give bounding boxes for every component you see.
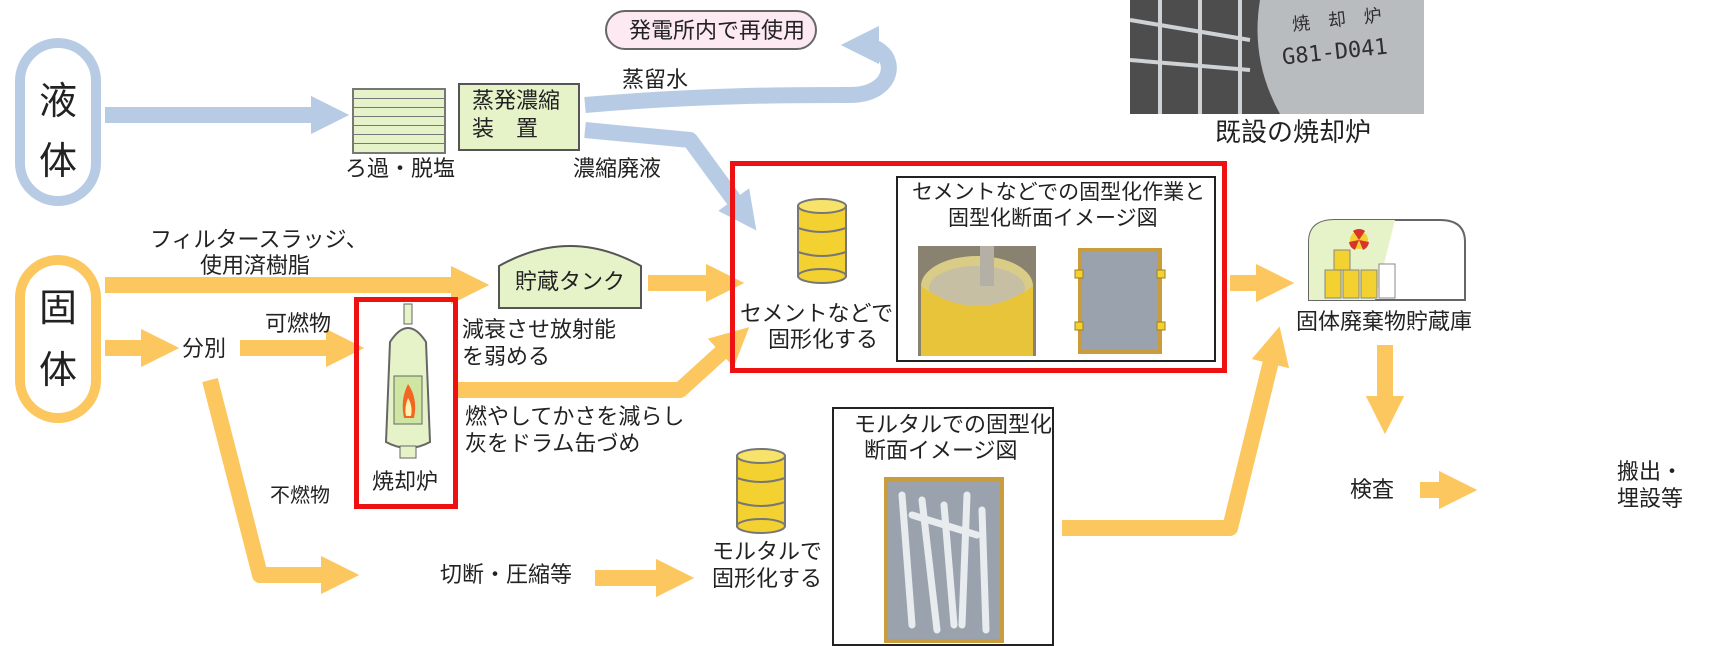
combustible-label: 可燃物 — [265, 312, 332, 337]
mortar-image-box: モルタルでの固型化 断面イメージ図 — [832, 407, 1054, 646]
mortar-cross-section — [884, 477, 1004, 643]
noncombustible-label: 不燃物 — [270, 483, 330, 507]
cement-drum-line-2: 固形化する — [768, 328, 879, 353]
filter-icon — [352, 88, 446, 154]
cement-highlight — [730, 161, 1227, 373]
arrow-concentrate — [584, 122, 757, 231]
cement-image-box: セメントなどでの固型化作業と 固型化断面イメージ図 — [896, 176, 1216, 362]
concentrate-label: 濃縮廃液 — [573, 157, 662, 182]
liquid-input: 液 体 — [15, 38, 101, 206]
burn-line-2: 灰をドラム缶づめ — [465, 432, 641, 457]
storage-tank-icon — [498, 245, 642, 309]
reuse-label: 発電所内で再使用 — [629, 19, 806, 44]
solid-char-1: 固 — [39, 286, 78, 330]
cement-image-title-1: セメントなどでの固型化作業と — [912, 180, 1206, 204]
mortar-image-title-1: モルタルでの固型化 — [854, 413, 1053, 438]
decay-line-2: を弱める — [462, 345, 551, 370]
incinerator-photo — [1130, 0, 1424, 114]
burn-line-1: 燃やしてかさを減らし — [465, 405, 685, 430]
incinerator-label: 焼却炉 — [372, 470, 439, 495]
evaporator-line-1: 蒸発濃縮 — [472, 89, 561, 114]
reuse-badge: 発電所内で再使用 — [605, 10, 817, 50]
storage-tank-label: 貯蔵タンク — [515, 270, 626, 295]
distilled-water-label: 蒸留水 — [622, 68, 689, 93]
mortar-drum-line-2: 固形化する — [712, 567, 823, 592]
sludge-line-1: フィルタースラッジ、 — [150, 228, 368, 253]
inspect-label: 検査 — [1350, 478, 1395, 503]
solid-input: 固 体 — [15, 255, 101, 423]
sludge-line-2: 使用済樹脂 — [200, 254, 311, 279]
photo-caption: 既設の焼却炉 — [1215, 118, 1372, 148]
evaporator-box: 蒸発濃縮 装 置 — [458, 83, 580, 151]
arrow-distilled-reuse — [584, 25, 897, 113]
storage-label: 固体廃棄物貯蔵庫 — [1296, 310, 1473, 335]
solid-char-2: 体 — [39, 348, 78, 392]
cement-drum-line-1: セメントなどで — [740, 302, 894, 327]
incinerator-highlight — [354, 297, 458, 509]
arrow-noncombustible — [202, 378, 360, 595]
evaporator-line-2: 装 置 — [472, 117, 539, 142]
mortar-drum-line-1: モルタルで — [712, 540, 823, 565]
mortar-drum-icon — [736, 448, 786, 534]
ship-line-1: 搬出・ — [1617, 460, 1684, 485]
storage-building-icon — [1308, 219, 1466, 301]
cement-image-title-2: 固型化断面イメージ図 — [948, 206, 1158, 230]
cement-drum-icon — [797, 198, 847, 284]
liquid-char-1: 液 — [39, 79, 78, 123]
incinerator-icon — [384, 303, 432, 459]
sort-label: 分別 — [182, 337, 227, 362]
ship-line-2: 埋設等 — [1617, 487, 1684, 512]
cement-work-photo — [918, 246, 1036, 356]
filter-label: ろ過・脱塩 — [345, 157, 456, 182]
decay-line-1: 減衰させ放射能 — [462, 318, 617, 343]
mortar-image-title-2: 断面イメージ図 — [864, 439, 1018, 464]
cement-cross-section — [1074, 248, 1166, 354]
cut-label: 切断・圧縮等 — [440, 563, 573, 588]
liquid-char-2: 体 — [39, 139, 78, 183]
arrow-incinerator-cement — [458, 327, 750, 398]
arrow-mortar-storage — [1062, 326, 1290, 536]
